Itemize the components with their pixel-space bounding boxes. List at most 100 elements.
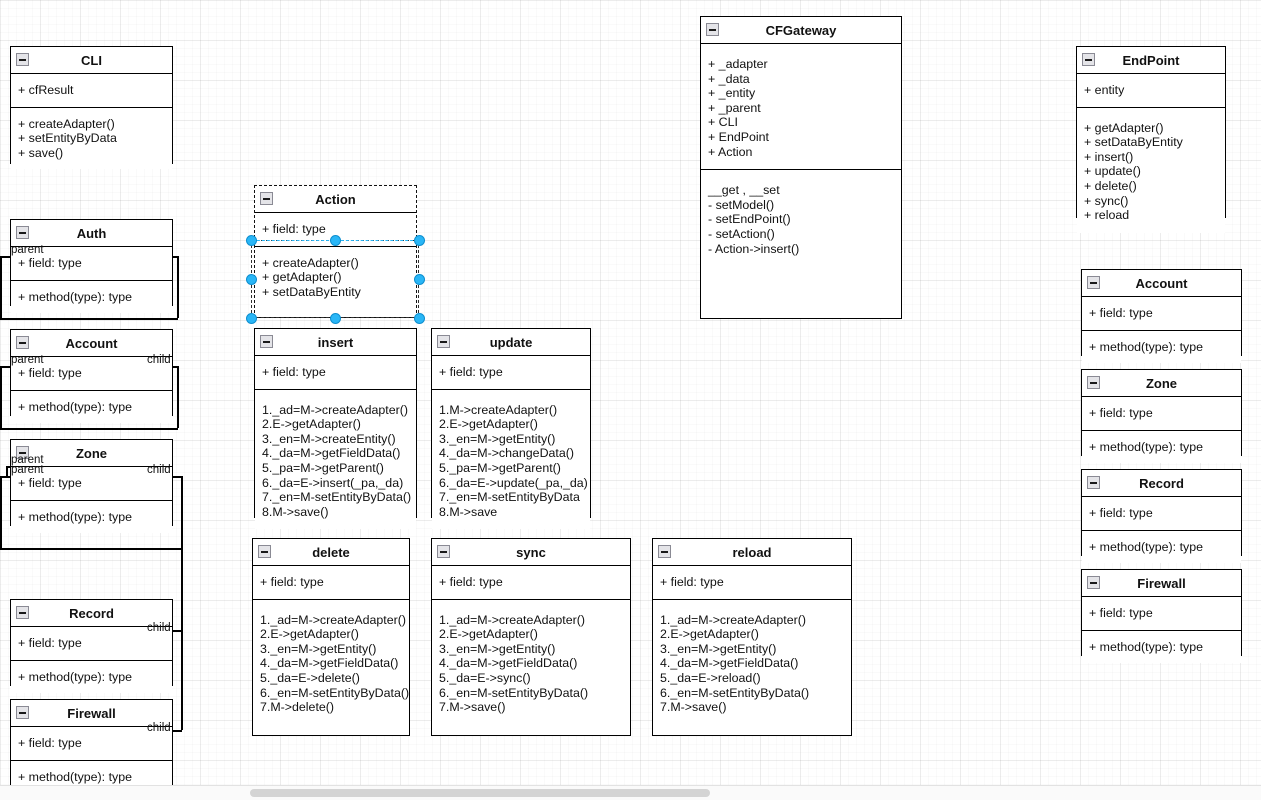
operation-row: 7._en=M-setEntityByData() xyxy=(262,490,412,505)
collapse-minus-icon[interactable] xyxy=(1087,576,1100,589)
attributes-compartment-insert[interactable]: + field: type xyxy=(255,356,416,390)
association-line[interactable] xyxy=(6,466,8,476)
collapse-minus-icon[interactable] xyxy=(1087,376,1100,389)
association-line[interactable] xyxy=(181,476,183,548)
collapse-minus-icon[interactable] xyxy=(16,336,29,349)
collapse-minus-icon[interactable] xyxy=(258,545,271,558)
association-line[interactable] xyxy=(6,466,12,468)
association-line[interactable] xyxy=(0,366,12,368)
uml-class-endpoint[interactable]: EndPoint+ entity+ getAdapter()+ setDataB… xyxy=(1076,46,1226,233)
resize-handle[interactable] xyxy=(413,234,425,246)
collapse-minus-icon[interactable] xyxy=(658,545,671,558)
resize-handle[interactable] xyxy=(329,312,341,324)
collapse-minus-icon[interactable] xyxy=(260,192,273,205)
attributes-compartment-account-right[interactable]: + field: type xyxy=(1082,297,1241,331)
operations-compartment-insert[interactable]: 1._ad=M->createAdapter()2.E->getAdapter(… xyxy=(255,389,416,530)
resize-handle[interactable] xyxy=(245,234,257,246)
association-role-label: parent xyxy=(11,354,44,366)
operations-compartment-delete[interactable]: 1._ad=M->createAdapter()2.E->getAdapter(… xyxy=(253,599,409,725)
association-line[interactable] xyxy=(0,476,12,478)
attributes-compartment-record-left[interactable]: + field: type xyxy=(11,627,172,661)
operations-compartment-endpoint[interactable]: + getAdapter()+ setDataByEntity+ insert(… xyxy=(1077,107,1225,233)
resize-handle[interactable] xyxy=(245,273,257,285)
uml-class-account-right[interactable]: Account+ field: type+ method(type): type xyxy=(1081,269,1242,364)
operations-compartment-reload[interactable]: 1._ad=M->createAdapter()2.E->getAdapter(… xyxy=(653,599,851,725)
uml-class-action[interactable]: Action+ field: type+ createAdapter()+ ge… xyxy=(254,185,417,318)
attribute-row: + field: type xyxy=(1089,406,1153,420)
association-line[interactable] xyxy=(0,428,178,430)
uml-class-firewall-right[interactable]: Firewall+ field: type+ method(type): typ… xyxy=(1081,569,1242,664)
collapse-minus-icon[interactable] xyxy=(437,335,450,348)
association-line[interactable] xyxy=(0,256,12,258)
operations-compartment-zone-left[interactable]: + method(type): type xyxy=(11,500,172,534)
collapse-minus-icon[interactable] xyxy=(16,53,29,66)
association-line[interactable] xyxy=(0,318,178,320)
operations-compartment-auth[interactable]: + method(type): type xyxy=(11,280,172,314)
association-line[interactable] xyxy=(181,548,183,630)
attributes-compartment-reload[interactable]: + field: type xyxy=(653,566,851,600)
operations-compartment-cli[interactable]: + createAdapter()+ setEntityByData+ save… xyxy=(11,107,172,170)
association-line[interactable] xyxy=(177,366,179,428)
collapse-minus-icon[interactable] xyxy=(260,335,273,348)
attributes-compartment-sync[interactable]: + field: type xyxy=(432,566,630,600)
collapse-minus-icon[interactable] xyxy=(16,226,29,239)
operations-compartment-cfgateway[interactable]: __get , __set- setModel()- setEndPoint()… xyxy=(701,170,901,267)
association-line[interactable] xyxy=(0,256,2,318)
attributes-compartment-cfgateway[interactable]: + _adapter+ _data+ _entity+ _parent+ CLI… xyxy=(701,44,901,171)
attributes-compartment-account-left[interactable]: + field: type xyxy=(11,357,172,391)
operations-compartment-update[interactable]: 1.M->createAdapter()2.E->getAdapter()3._… xyxy=(432,389,590,530)
attributes-compartment-update[interactable]: + field: type xyxy=(432,356,590,390)
resize-handle[interactable] xyxy=(413,312,425,324)
collapse-minus-icon[interactable] xyxy=(16,446,29,459)
uml-class-auth[interactable]: Auth+ field: type+ method(type): type xyxy=(10,219,173,314)
operations-compartment-record-right[interactable]: + method(type): type xyxy=(1082,530,1241,564)
operations-compartment-firewall-right[interactable]: + method(type): type xyxy=(1082,630,1241,664)
operations-compartment-zone-right[interactable]: + method(type): type xyxy=(1082,430,1241,464)
operations-compartment-action[interactable]: + createAdapter()+ getAdapter()+ setData… xyxy=(255,246,416,309)
association-line[interactable] xyxy=(0,366,2,428)
attributes-compartment-firewall-right[interactable]: + field: type xyxy=(1082,597,1241,631)
association-line[interactable] xyxy=(0,476,2,548)
uml-class-firewall-left[interactable]: Firewall+ field: type+ method(type): typ… xyxy=(10,699,173,794)
association-line[interactable] xyxy=(177,256,179,318)
uml-class-record-right[interactable]: Record+ field: type+ method(type): type xyxy=(1081,469,1242,564)
uml-class-record-left[interactable]: Record+ field: type+ method(type): type xyxy=(10,599,173,694)
association-line[interactable] xyxy=(181,630,183,730)
resize-handle[interactable] xyxy=(413,273,425,285)
attributes-compartment-zone-left[interactable]: + field: type xyxy=(11,467,172,501)
association-line[interactable] xyxy=(0,548,182,550)
attributes-compartment-auth[interactable]: + field: type xyxy=(11,247,172,281)
operations-compartment-account-left[interactable]: + method(type): type xyxy=(11,390,172,424)
attributes-compartment-delete[interactable]: + field: type xyxy=(253,566,409,600)
resize-handle[interactable] xyxy=(329,234,341,246)
horizontal-scrollbar[interactable] xyxy=(0,785,1261,800)
operations-compartment-record-left[interactable]: + method(type): type xyxy=(11,660,172,694)
resize-handle[interactable] xyxy=(245,312,257,324)
collapse-minus-icon[interactable] xyxy=(437,545,450,558)
collapse-minus-icon[interactable] xyxy=(1087,476,1100,489)
horizontal-scrollbar-thumb[interactable] xyxy=(250,789,710,797)
attributes-compartment-cli[interactable]: + cfResult xyxy=(11,74,172,108)
uml-class-account-left[interactable]: Account+ field: type+ method(type): type xyxy=(10,329,173,424)
uml-class-zone-left[interactable]: Zone+ field: type+ method(type): type xyxy=(10,439,173,534)
collapse-minus-icon[interactable] xyxy=(1087,276,1100,289)
attributes-compartment-firewall-left[interactable]: + field: type xyxy=(11,727,172,761)
attributes-compartment-record-right[interactable]: + field: type xyxy=(1082,497,1241,531)
attributes-compartment-zone-right[interactable]: + field: type xyxy=(1082,397,1241,431)
uml-class-cfgateway[interactable]: CFGateway+ _adapter+ _data+ _entity+ _pa… xyxy=(700,16,902,319)
collapse-minus-icon[interactable] xyxy=(1082,53,1095,66)
uml-class-cli[interactable]: CLI+ cfResult+ createAdapter()+ setEntit… xyxy=(10,46,173,170)
operations-compartment-sync[interactable]: 1._ad=M->createAdapter()2.E->getAdapter(… xyxy=(432,599,630,725)
collapse-minus-icon[interactable] xyxy=(16,706,29,719)
collapse-minus-icon[interactable] xyxy=(706,23,719,36)
attributes-compartment-endpoint[interactable]: + entity xyxy=(1077,74,1225,108)
collapse-minus-icon[interactable] xyxy=(16,606,29,619)
operations-compartment-account-right[interactable]: + method(type): type xyxy=(1082,330,1241,364)
uml-class-zone-right[interactable]: Zone+ field: type+ method(type): type xyxy=(1081,369,1242,464)
